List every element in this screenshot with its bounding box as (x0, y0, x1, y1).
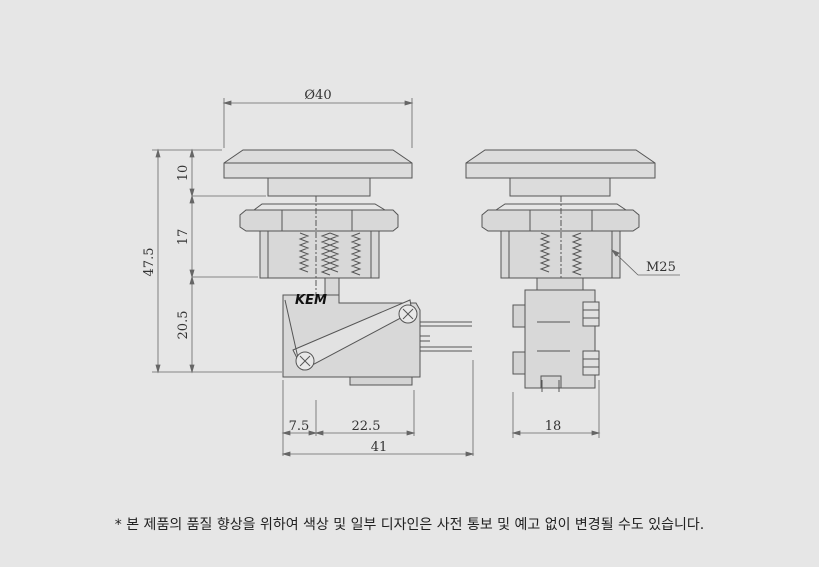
nut-height-label: 17 (176, 229, 191, 246)
total-height-label: 47.5 (142, 248, 157, 277)
side-screw-top (582, 301, 600, 327)
brand-logo-text: KEM (295, 293, 327, 308)
front-screw-top (398, 304, 418, 324)
side-button-cap (465, 149, 656, 179)
offset-left-label: 7.5 (289, 419, 310, 434)
front-micro-switch (282, 294, 472, 386)
total-width-label: 41 (371, 440, 388, 455)
offset-right-label: 22.5 (352, 419, 381, 434)
front-threaded-body (259, 196, 380, 300)
dimension-lines (152, 98, 680, 457)
front-screw-bottom (295, 351, 315, 371)
side-screw-bottom (582, 350, 600, 376)
switch-height-label: 20.5 (176, 311, 191, 340)
front-plunger-collar (267, 177, 371, 197)
thread-label: M25 (646, 260, 676, 275)
side-plunger-collar (509, 177, 611, 197)
front-button-cap (223, 149, 413, 179)
front-hex-nut (239, 203, 399, 232)
side-width-label: 18 (545, 419, 562, 434)
diameter-label: Ø40 (304, 88, 331, 103)
cap-height-label: 10 (176, 165, 191, 182)
side-threaded-body (500, 196, 621, 300)
footnote: * 본 제품의 품질 향상을 위하여 색상 및 일부 디자인은 사전 통보 및 … (114, 517, 705, 533)
